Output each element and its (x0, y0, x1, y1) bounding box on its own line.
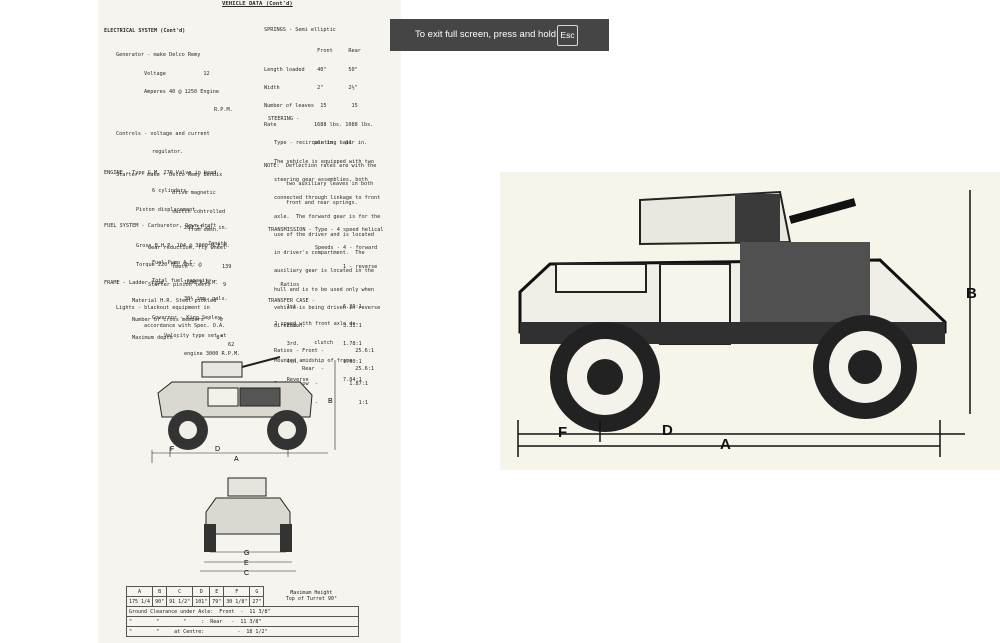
dim-header-e: E (209, 586, 225, 597)
fuel-section: FUEL SYSTEM - Carburetor, Down draft Zen… (104, 223, 241, 358)
small-label-g: G (244, 550, 249, 557)
dim-value-a: 175 1/4 (125, 596, 154, 607)
vehicle-side-drawing (517, 190, 971, 457)
dim-header-d: D (192, 586, 211, 597)
dim-header-f: F (223, 586, 251, 597)
small-label-e: E (244, 560, 249, 567)
dimension-label-f: F (558, 424, 568, 441)
toast-text: To exit full screen, press and hold (415, 29, 556, 40)
engine-section: ENGINE - Type G.M. 270 Valve in head 6 c… (104, 170, 230, 286)
dim-header-c: C (166, 586, 194, 597)
small-label-d: D (215, 446, 220, 453)
dim-value-f: 30 1/8" (223, 596, 251, 607)
vehicle-photo-enlarged: F D A B (500, 172, 1000, 470)
dim-value-b: 90" (152, 596, 168, 607)
transfer-section: TRANSFER CASE - 2 speed with front axle … (268, 298, 368, 406)
dim-header-b: B (152, 586, 168, 597)
dimension-label-d: D (662, 422, 673, 439)
dimension-label-a: A (720, 436, 731, 453)
clearance-rear: " " " : Rear - 11 3/8" (126, 616, 359, 627)
dim-value-d: 101" (192, 596, 211, 607)
dim-value-g: 27" (249, 596, 265, 607)
document-page: VEHICLE DATA (Cont'd) ELECTRICAL SYSTEM … (98, 0, 401, 643)
springs-section: SPRINGS - Semi elliptic Front Rear Lengt… (264, 27, 377, 206)
small-label-f: F (170, 446, 174, 453)
max-height-note: Maximum Height Top of Turret 90" (285, 590, 337, 603)
clearance-front: Ground Clearance under Axle: Front - 11 … (126, 606, 359, 617)
small-label-c: C (244, 570, 249, 577)
esc-key-badge: Esc (557, 25, 578, 46)
dim-value-e: 79" (209, 596, 225, 607)
dim-header-a: A (125, 586, 154, 597)
transmission-section: TRANSMISSION - Type - 4 speed helical Sp… (268, 227, 384, 384)
small-side-view-drawing: F D A B (151, 356, 336, 463)
dimension-table: A B C D E F G Maximum Height Top of Turr… (125, 586, 359, 637)
electrical-section: ELECTRICAL SYSTEM (Cont'd) Generator - m… (104, 28, 235, 348)
steering-section: STEERING - Type - recirculating ball The… (268, 116, 381, 372)
small-label-a: A (234, 456, 239, 463)
dimension-label-b: B (966, 285, 977, 302)
clearance-centre: " " at Centre: - 18 1/2" (126, 626, 359, 637)
small-front-view-drawing: G E C (200, 477, 296, 577)
fullscreen-exit-toast: To exit full screen, press and hold Esc (390, 19, 609, 51)
doc-title: VEHICLE DATA (Cont'd) (222, 1, 293, 7)
small-label-b: B (328, 398, 333, 405)
frame-section: FRAME - Ladder type Material H.R. Steel … (104, 280, 223, 342)
dim-header-g: G (249, 586, 265, 597)
dim-value-c: 91 1/2" (166, 596, 194, 607)
